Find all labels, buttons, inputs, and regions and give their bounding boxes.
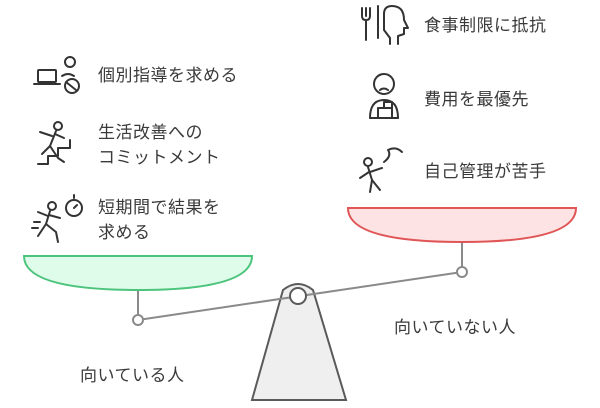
running-stopwatch-icon [31, 194, 83, 243]
left-caption: 向いている人 [80, 366, 185, 386]
left-beam-end [132, 314, 144, 326]
left-item-3-line-2: 求める [98, 223, 151, 243]
right-item-2-label: 費用を最優先 [424, 90, 529, 110]
left-item-3-label: 短期間で結果を 求める [98, 196, 221, 246]
laptop-person-icon [33, 56, 80, 94]
right-item-3-label: 自己管理が苦手 [424, 162, 547, 182]
person-budget-icon [369, 73, 399, 119]
left-item-1-label: 個別指導を求める [98, 66, 238, 86]
left-pan [22, 255, 254, 292]
scale-fulcrum [250, 283, 348, 401]
right-item-1-label: 食事制限に抵抗 [424, 16, 547, 36]
right-beam-end [456, 266, 468, 278]
left-item-2-line-1: 生活改善への [98, 123, 203, 143]
right-pan [346, 207, 578, 244]
climbing-person-icon [37, 121, 71, 165]
right-caption: 向いていない人 [394, 318, 516, 338]
left-item-3-line-1: 短期間で結果を [98, 198, 221, 218]
head-fork-icon [361, 5, 409, 45]
left-item-2-label: 生活改善への コミットメント [98, 121, 221, 171]
left-item-2-line-2: コミットメント [98, 148, 221, 168]
scale-pivot [289, 287, 307, 305]
tired-person-icon [359, 147, 403, 193]
